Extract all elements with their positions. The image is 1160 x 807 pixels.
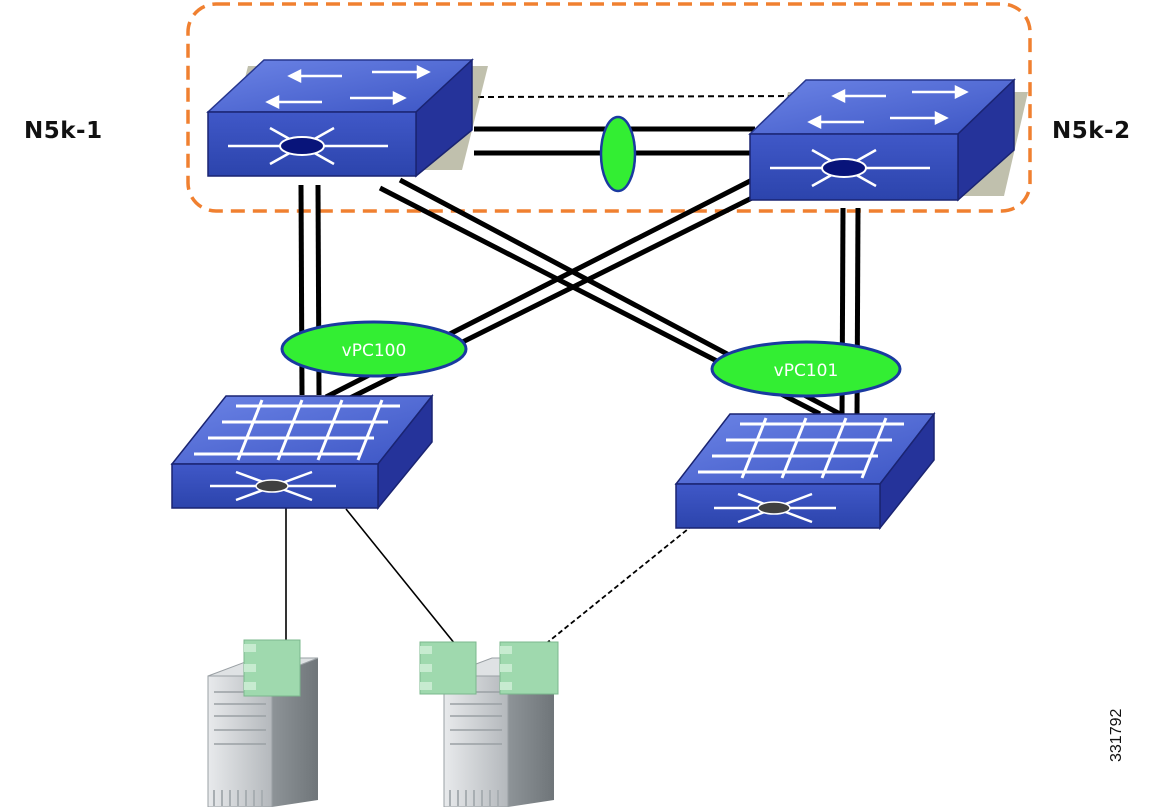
vpc100-port-channel: vPC100 <box>280 320 468 378</box>
access-switch-left <box>170 393 434 511</box>
access-left-to-server2 <box>345 508 456 645</box>
figure-id: 331792 <box>1108 708 1125 762</box>
server-1 <box>207 639 319 807</box>
server1-nic <box>243 639 301 697</box>
vpc101-port-channel: vPC101 <box>710 340 902 398</box>
peer-keepalive-link <box>477 95 801 98</box>
vpc100-label: vPC100 <box>342 341 407 361</box>
n5k2-label: N5k-2 <box>1052 118 1131 144</box>
access-switch-right <box>674 411 936 531</box>
n5k1-label: N5k-1 <box>24 118 103 144</box>
server2-nic-1 <box>419 641 477 695</box>
nexus-switch-n5k2 <box>748 78 1028 202</box>
vpc101-label: vPC101 <box>774 361 839 381</box>
peer-link-port-channel <box>599 115 637 193</box>
server2-nic-2 <box>499 641 559 695</box>
access-right-to-server2-standby <box>547 524 694 643</box>
vpc-peer-domain-boundary <box>186 2 1032 213</box>
server-2 <box>419 641 559 807</box>
nexus-switch-n5k1 <box>206 58 488 178</box>
